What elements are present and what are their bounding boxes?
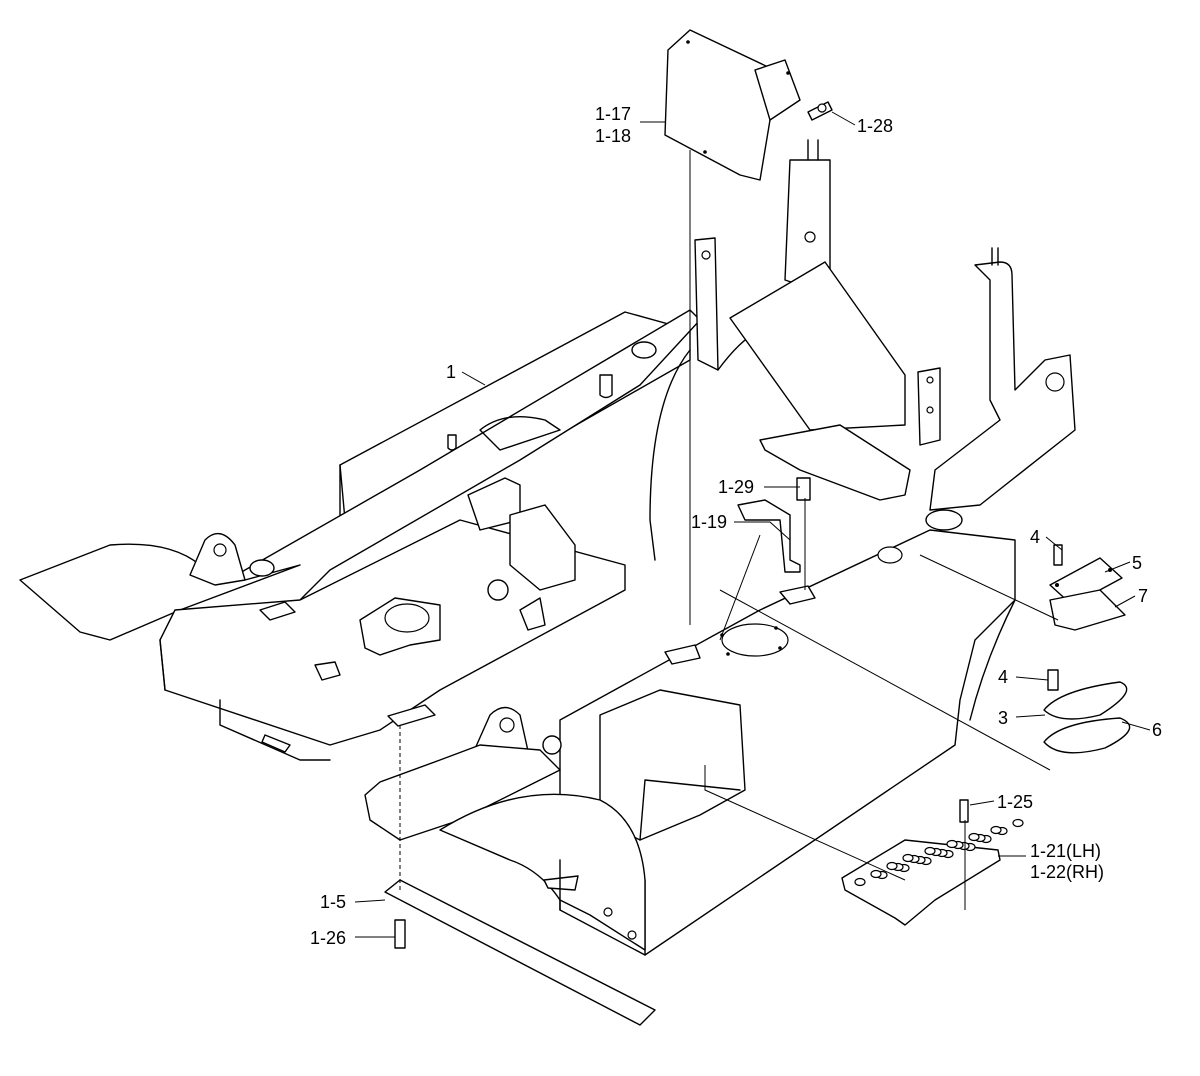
callout-1-19: 1-19	[691, 512, 727, 532]
callout-1-21: 1-21(LH)	[1030, 841, 1101, 861]
right-side-rail	[929, 247, 1076, 511]
cover-plate-3-6	[1043, 669, 1131, 754]
callout-labels: 1 1-17 1-18 1-28 1-29 1-19 4 5 7 4 3 6 1…	[310, 104, 1162, 948]
flat-bar-1-5	[384, 879, 656, 1026]
perforated-step	[841, 799, 1024, 926]
seat-plate	[729, 261, 941, 501]
callout-1-5: 1-5	[320, 892, 346, 912]
callout-3: 3	[998, 708, 1008, 728]
right-floor-details	[387, 509, 963, 727]
callout-1-17: 1-17	[595, 104, 631, 124]
callout-4-upper: 4	[1030, 527, 1040, 547]
callout-1-18: 1-18	[595, 126, 631, 146]
right-footboard-fender	[364, 744, 646, 951]
step-perforation-hole	[1012, 818, 1024, 828]
step-perforation-hole	[990, 825, 1002, 835]
callout-5: 5	[1132, 553, 1142, 573]
front-step-well	[542, 689, 746, 841]
lower-chassis	[219, 699, 561, 911]
center-bracket	[467, 477, 576, 631]
callout-1: 1	[446, 362, 456, 382]
callout-1-29: 1-29	[718, 477, 754, 497]
step-perforation-hole	[968, 832, 980, 842]
main-floor-panel	[159, 519, 626, 746]
top-cover-part	[664, 29, 801, 181]
bracket-1-19	[737, 477, 811, 573]
callout-1-22: 1-22(RH)	[1030, 862, 1104, 882]
rear-tower-column	[649, 237, 761, 561]
callout-6: 6	[1152, 720, 1162, 740]
cover-plate-5-7	[1049, 544, 1126, 631]
callout-4-lower: 4	[998, 667, 1008, 687]
assembly-guide-lines	[399, 150, 1059, 910]
callout-1-26: 1-26	[310, 928, 346, 948]
bolt-1-28	[807, 101, 833, 121]
step-perforation-hole	[946, 839, 958, 849]
step-perforation-hole	[854, 877, 866, 887]
step-perforation-hole	[886, 861, 898, 871]
callout-leaders	[354, 111, 1151, 938]
left-footboard	[19, 543, 301, 641]
callout-1-25: 1-25	[997, 792, 1033, 812]
left-deck-plate	[174, 309, 701, 621]
step-perforation-hole	[902, 853, 914, 863]
callout-7: 7	[1138, 586, 1148, 606]
callout-1-28: 1-28	[857, 116, 893, 136]
step-perforation-hole	[924, 846, 936, 856]
step-perforation-hole	[870, 869, 882, 879]
